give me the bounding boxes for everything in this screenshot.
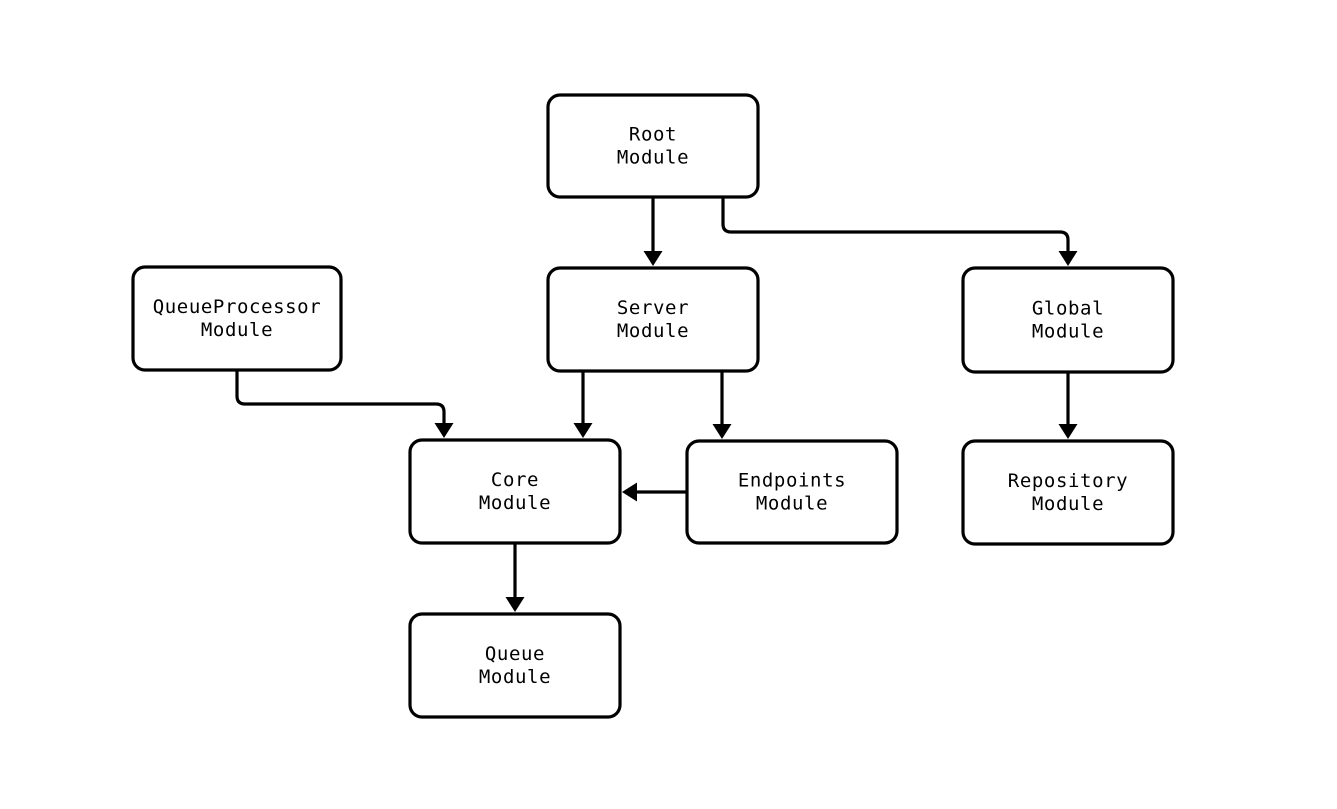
node-box[interactable] — [961, 439, 1175, 546]
node-label-line1: Root — [629, 124, 677, 146]
node-box[interactable] — [546, 93, 760, 199]
node-label-line2: Module — [479, 492, 551, 514]
node-label-line1: Repository — [1008, 470, 1128, 492]
edge-global-to-repository — [1058, 372, 1078, 439]
edge-server-to-endpoints — [712, 371, 732, 439]
arrowhead-icon — [622, 482, 637, 502]
node-box[interactable] — [546, 266, 760, 373]
edges-layer — [235, 197, 1078, 612]
node-label-line2: Module — [479, 666, 551, 688]
node-label-line2: Module — [201, 319, 273, 341]
nodes-layer: RootModuleQueueProcessorModuleServerModu… — [131, 93, 1175, 719]
node-label-line2: Module — [617, 320, 689, 342]
node-label-line2: Module — [1032, 493, 1104, 515]
edge-core-to-queue — [505, 543, 525, 612]
node-label-line1: Core — [491, 469, 539, 491]
node-label-line1: Queue — [485, 643, 545, 665]
edge-root-to-server — [643, 197, 663, 266]
node-box[interactable] — [408, 612, 622, 719]
arrowhead-icon — [1058, 424, 1078, 439]
node-box[interactable] — [408, 438, 622, 545]
node-box[interactable] — [685, 439, 899, 545]
edge-root-to-global — [721, 197, 1078, 266]
node-label-line1: QueueProcessor — [153, 296, 322, 318]
arrowhead-icon — [643, 251, 663, 266]
arrowhead-icon — [1058, 251, 1078, 266]
edge-queueprocessor-to-core — [235, 370, 454, 438]
arrowhead-icon — [434, 423, 454, 438]
edge-endpoints-to-core — [622, 482, 687, 502]
node-box[interactable] — [961, 266, 1175, 374]
edge-server-to-core — [573, 371, 593, 438]
arrowhead-icon — [505, 597, 525, 612]
arrowhead-icon — [712, 424, 732, 439]
node-label-line2: Module — [756, 493, 828, 515]
node-label-line2: Module — [617, 147, 689, 169]
node-label-line2: Module — [1032, 321, 1104, 343]
node-label-line1: Endpoints — [738, 470, 846, 492]
edge-line — [721, 197, 1070, 252]
node-label-line1: Global — [1032, 298, 1104, 320]
edge-line — [235, 370, 446, 424]
node-box[interactable] — [131, 265, 343, 372]
node-label-line1: Server — [617, 297, 689, 319]
arrowhead-icon — [573, 423, 593, 438]
